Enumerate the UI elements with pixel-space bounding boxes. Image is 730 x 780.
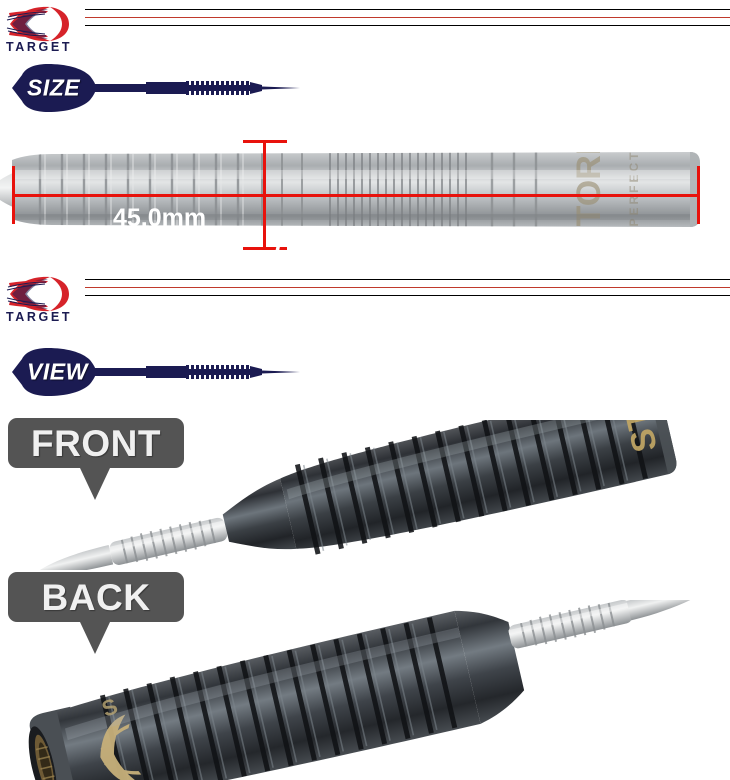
- rule-black-bottom: [85, 25, 730, 26]
- rule-black-bottom: [85, 295, 730, 296]
- dart-back-view-photo: S: [0, 600, 730, 780]
- dimension-cap-top: [243, 140, 287, 143]
- dart-barrel-photo-gray: STORM PERFECT: [0, 130, 700, 248]
- target-swoosh-icon: [100, 714, 142, 780]
- length-measurement-value: 45.0mm: [113, 204, 207, 232]
- dart-silhouette-icon: [12, 64, 300, 112]
- width-measurement-label: 7.3mm: [272, 230, 351, 259]
- svg-text:STORM: STORM: [570, 130, 608, 248]
- header-rules: [85, 279, 730, 296]
- svg-text:PERFECT: PERFECT: [627, 149, 641, 226]
- size-diagram: STORM PERFECT 45.0mm 7.3mm: [0, 118, 730, 268]
- section-badge-size: SIZE: [0, 62, 300, 114]
- brand-wordmark: TARGET: [6, 40, 73, 54]
- rule-gap: [85, 10, 730, 17]
- target-swoosh-icon: [6, 274, 80, 330]
- width-measurement-value: 7.3mm: [272, 230, 352, 258]
- callout-bubble: BACK: [8, 572, 184, 622]
- rule-gap: [85, 18, 730, 25]
- dimension-tick-left: [12, 166, 15, 224]
- callout-bubble: FRONT: [8, 418, 184, 468]
- length-measurement-label: 45.0mm: [113, 204, 206, 233]
- callout-label: FRONT: [31, 422, 161, 464]
- brand-header-top: TARGET: [0, 0, 730, 62]
- dimension-tick-right: [697, 166, 700, 224]
- dimension-line-horizontal: [12, 194, 700, 197]
- dimension-line-vertical: [263, 140, 266, 250]
- rule-black-top: [85, 9, 730, 10]
- header-rules: [85, 9, 730, 26]
- callout-pointer: [80, 622, 110, 654]
- brand-wordmark: TARGET: [6, 310, 73, 324]
- callout-front: FRONT: [8, 418, 184, 500]
- callout-back: BACK: [8, 572, 184, 654]
- rule-gap: [85, 288, 730, 295]
- target-swoosh-icon: [6, 4, 80, 60]
- rule-red: [85, 17, 730, 18]
- rule-gap: [85, 280, 730, 287]
- callout-label: BACK: [41, 576, 151, 618]
- section-badge-view: VIEW: [0, 346, 300, 398]
- rule-black-top: [85, 279, 730, 280]
- dart-silhouette-icon: [12, 348, 300, 396]
- brand-header-middle: TARGET: [0, 270, 730, 332]
- rule-red: [85, 287, 730, 288]
- dimension-cap-bottom: [243, 247, 287, 250]
- dart-front-view-photo: ST: [0, 420, 730, 570]
- callout-pointer: [80, 468, 110, 500]
